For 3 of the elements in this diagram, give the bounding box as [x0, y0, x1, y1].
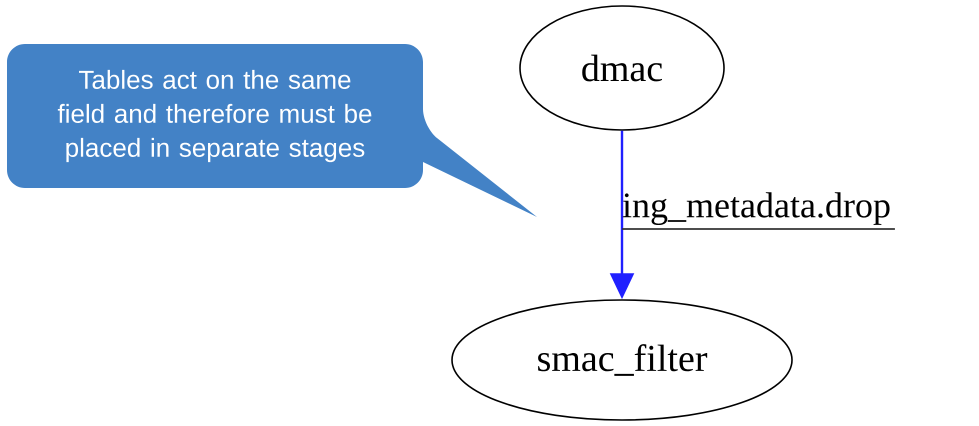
- ellipse-node: dmac: [519, 5, 725, 131]
- callout-box: Tables act on the same field and therefore must be placed in separate stages: [7, 44, 537, 217]
- ellipse-node: smac_filter: [451, 299, 793, 421]
